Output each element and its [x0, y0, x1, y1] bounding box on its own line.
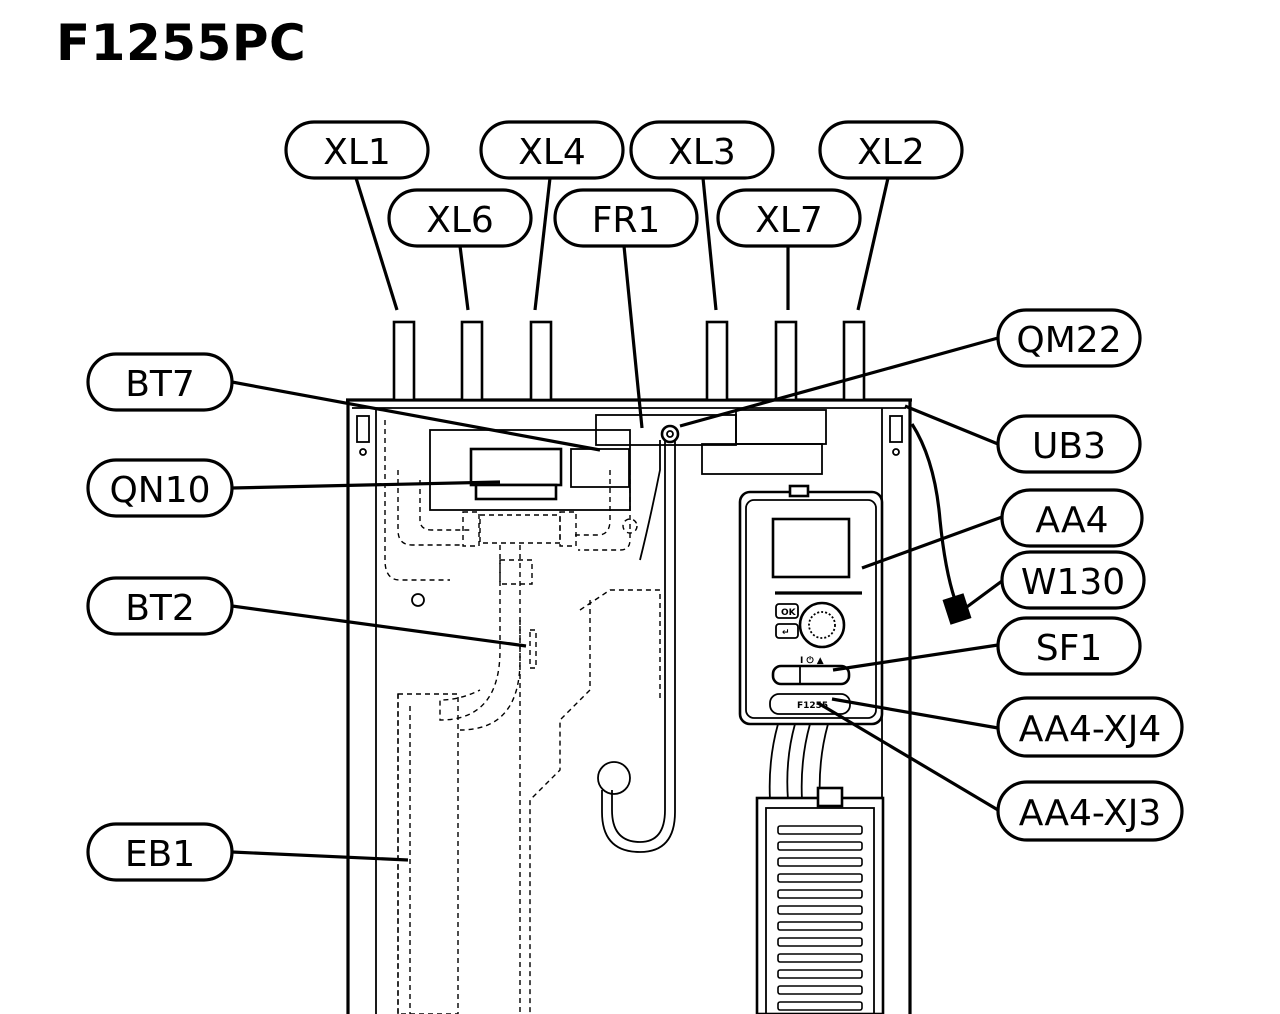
label-aa4-text: AA4: [1035, 500, 1108, 541]
internal-pipework: [384, 420, 661, 1014]
label-xl3: XL3: [629, 120, 775, 180]
label-xl1-text: XL1: [323, 132, 391, 173]
grille-slat: [777, 937, 863, 947]
label-aa4-xj4-text: AA4-XJ4: [1019, 709, 1162, 750]
label-aa4: AA4: [1000, 488, 1144, 548]
label-bt2: BT2: [86, 576, 234, 636]
grille-slat: [777, 873, 863, 883]
label-w130: W130: [1000, 550, 1146, 610]
label-aa4-xj3: AA4-XJ3: [996, 780, 1184, 842]
label-qm22-text: QM22: [1016, 320, 1121, 361]
label-ub3-text: UB3: [1032, 426, 1106, 467]
label-aa4-xj3-text: AA4-XJ3: [1019, 793, 1162, 834]
label-bt7-text: BT7: [125, 364, 195, 405]
cable-w130: [910, 423, 972, 625]
grille-slat: [777, 825, 863, 835]
leader-lines: [231, 177, 1003, 862]
label-bt7: BT7: [86, 352, 234, 412]
label-xl7: XL7: [716, 188, 862, 248]
label-w130-text: W130: [1021, 562, 1125, 603]
label-eb1-text: EB1: [125, 834, 195, 875]
label-xl6-text: XL6: [426, 200, 494, 241]
grille-slat: [777, 953, 863, 963]
cabinet-outline: [346, 398, 912, 1014]
label-sf1: SF1: [996, 616, 1142, 676]
label-xl4-text: XL4: [518, 132, 586, 173]
switch-symbols: I ⏻ ▲: [800, 655, 824, 666]
label-aa4-xj4: AA4-XJ4: [996, 696, 1184, 758]
label-xl4: XL4: [479, 120, 625, 180]
grille-slat: [777, 985, 863, 995]
top-pipe-connections: [392, 320, 866, 402]
lower-grille-panel: [755, 786, 885, 1014]
label-pills: XL1 XL6 XL4 FR1 XL3 XL7 XL2 QM22: [86, 120, 1184, 882]
label-ub3: UB3: [996, 414, 1142, 474]
model-plate-text: F1255: [797, 701, 828, 711]
label-xl1: XL1: [284, 120, 430, 180]
label-bt2-text: BT2: [125, 588, 195, 629]
grille-slat: [777, 1001, 863, 1011]
grille-slat: [777, 921, 863, 931]
label-xl2-text: XL2: [857, 132, 925, 173]
label-xl7-text: XL7: [755, 200, 823, 241]
control-module-aa4: OK ↵ I ⏻ ▲ F1255: [738, 484, 884, 801]
label-sf1-text: SF1: [1036, 628, 1102, 669]
back-button-label: ↵: [782, 628, 790, 638]
grille-slat: [777, 841, 863, 851]
label-qm22: QM22: [996, 308, 1142, 368]
label-xl2: XL2: [818, 120, 964, 180]
label-qn10-text: QN10: [109, 470, 210, 511]
label-xl3-text: XL3: [668, 132, 736, 173]
grille-slat: [777, 889, 863, 899]
grille-slat: [777, 969, 863, 979]
label-fr1-text: FR1: [592, 200, 661, 241]
label-fr1: FR1: [553, 188, 699, 248]
grille-slat: [777, 857, 863, 867]
label-eb1: EB1: [86, 822, 234, 882]
capillary-probe: [595, 409, 827, 853]
label-xl6: XL6: [387, 188, 533, 248]
shunt-valve-qn10: [429, 429, 631, 511]
ok-button-label: OK: [781, 608, 797, 618]
grille-slat: [777, 905, 863, 915]
diagram-title: F1255PC: [56, 14, 307, 72]
label-qn10: QN10: [86, 458, 234, 518]
